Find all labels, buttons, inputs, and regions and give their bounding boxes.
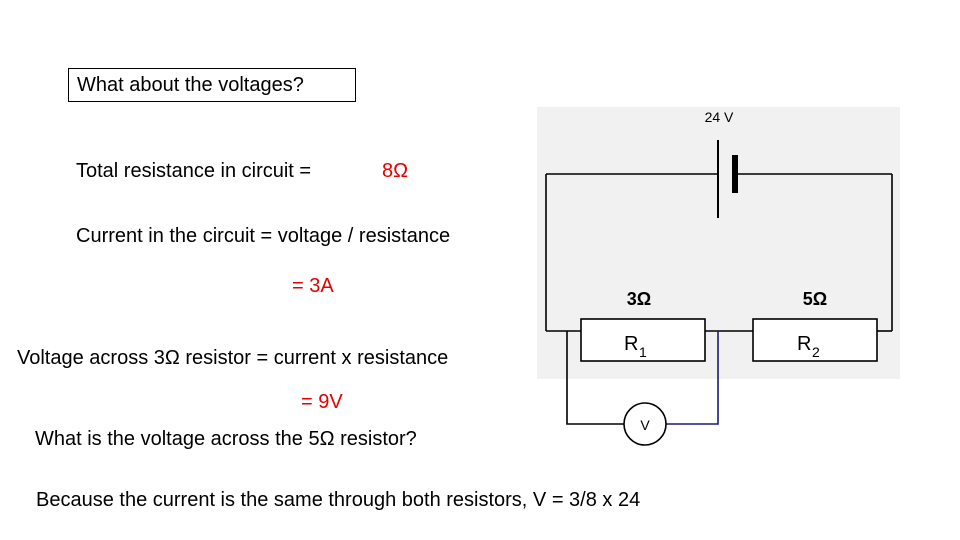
r2-name: R — [797, 333, 811, 355]
voltage-result: = 9V — [301, 391, 343, 413]
question-text: What is the voltage across the 5Ω resist… — [35, 428, 417, 450]
r2-value-label: 5Ω — [803, 289, 827, 309]
resistor-r2: R 2 — [752, 318, 878, 362]
r1-subscript: 1 — [639, 344, 647, 360]
r2-subscript: 2 — [812, 344, 820, 360]
total-resistance-value: 8Ω — [382, 160, 409, 182]
voltmeter-label: V — [640, 417, 650, 433]
voltmeter-leads — [566, 331, 719, 425]
circuit-wires — [545, 173, 893, 332]
slide-title: What about the voltages? — [68, 68, 356, 102]
battery-label: 24 V — [705, 109, 734, 125]
current-result: = 3A — [292, 275, 334, 297]
resistor-r1: R 1 — [580, 318, 706, 362]
battery-icon — [717, 140, 738, 218]
answer-text: Because the current is the same through … — [36, 489, 641, 511]
current-formula: Current in the circuit = voltage / resis… — [76, 225, 451, 247]
total-resistance-label: Total resistance in circuit = — [76, 160, 312, 182]
voltmeter-icon: V — [623, 402, 667, 446]
r1-name: R — [624, 333, 638, 355]
voltage-formula: Voltage across 3Ω resistor = current x r… — [17, 347, 449, 369]
r1-value-label: 3Ω — [627, 289, 651, 309]
